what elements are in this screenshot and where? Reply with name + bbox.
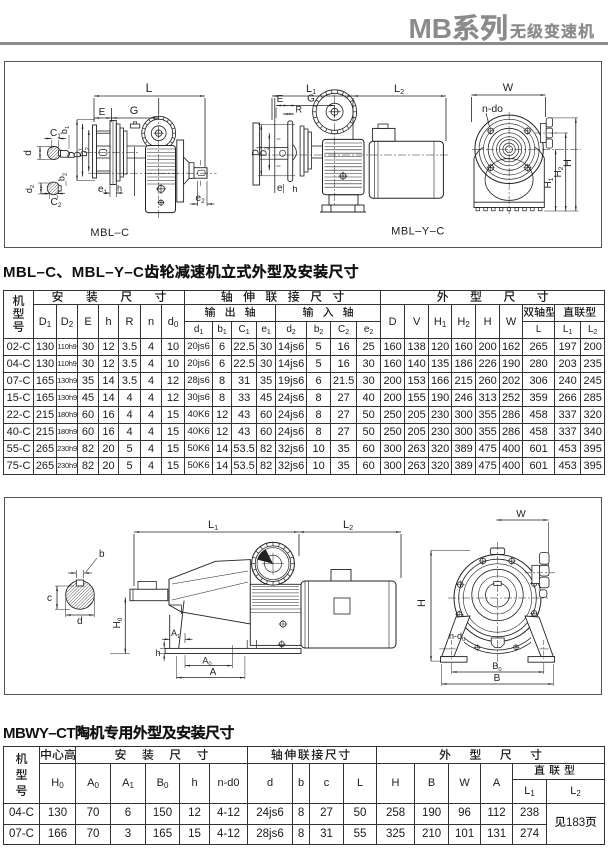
svg-text:d: d	[77, 616, 83, 627]
svg-text:e1: e1	[98, 184, 108, 196]
svg-text:H: H	[562, 159, 574, 167]
svg-text:h: h	[117, 184, 122, 194]
svg-text:b2: b2	[57, 173, 69, 181]
svg-text:L1: L1	[306, 83, 316, 96]
svg-text:e2: e2	[196, 193, 206, 205]
svg-text:R: R	[296, 105, 303, 115]
svg-text:B0: B0	[492, 661, 502, 673]
svg-text:D1: D1	[73, 148, 85, 158]
svg-text:W: W	[516, 509, 526, 520]
svg-text:C1: C1	[50, 128, 61, 140]
svg-text:h: h	[293, 184, 298, 194]
svg-text:H1: H1	[543, 177, 555, 188]
svg-text:MBL–C: MBL–C	[90, 227, 129, 239]
svg-text:h: h	[156, 648, 161, 658]
svg-text:d2: d2	[24, 185, 36, 193]
svg-text:L1: L1	[208, 519, 218, 532]
svg-text:A: A	[210, 667, 217, 678]
svg-text:D: D	[67, 151, 78, 158]
svg-text:H2: H2	[553, 166, 565, 177]
svg-text:c: c	[47, 593, 52, 604]
svg-text:L2: L2	[343, 519, 353, 532]
svg-text:E: E	[277, 94, 284, 105]
svg-text:d: d	[23, 150, 34, 156]
svg-text:G: G	[130, 105, 139, 117]
svg-text:W: W	[503, 82, 514, 94]
svg-text:n-do: n-do	[482, 103, 503, 115]
svg-text:H0: H0	[112, 617, 124, 628]
svg-text:H: H	[416, 599, 428, 607]
svg-text:D2: D2	[79, 147, 91, 157]
svg-text:E: E	[99, 107, 106, 118]
svg-text:b1: b1	[59, 126, 71, 134]
svg-text:b: b	[99, 549, 105, 560]
svg-text:L2: L2	[394, 83, 404, 96]
svg-text:n-d0: n-d0	[449, 631, 466, 643]
svg-text:A0: A0	[202, 656, 212, 668]
svg-text:G: G	[307, 94, 315, 105]
svg-text:L: L	[146, 81, 153, 95]
svg-text:C2: C2	[51, 197, 62, 209]
svg-text:D2: D2	[259, 147, 271, 157]
svg-text:A1: A1	[171, 628, 180, 640]
svg-text:B: B	[494, 673, 501, 684]
svg-text:MBL–Y–C: MBL–Y–C	[391, 226, 445, 238]
svg-text:D1: D1	[251, 146, 263, 156]
svg-text:e: e	[277, 183, 283, 194]
